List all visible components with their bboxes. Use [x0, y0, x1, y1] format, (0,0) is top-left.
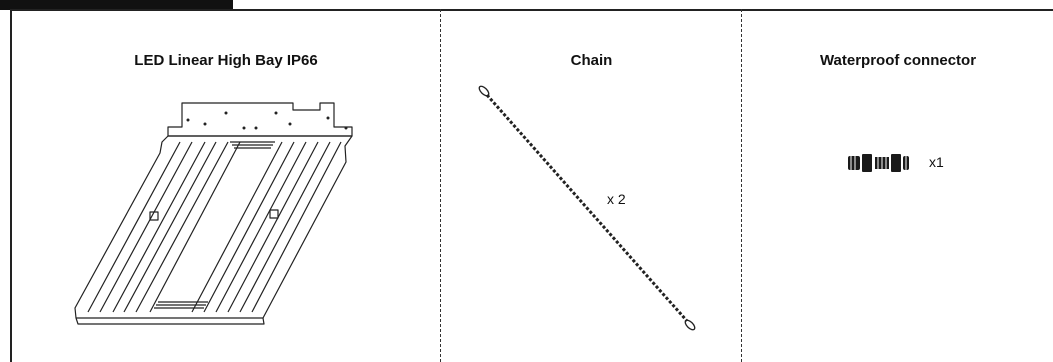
panel-divider	[440, 9, 441, 362]
panel-title-high-bay: LED Linear High Bay IP66	[134, 52, 318, 69]
chain-quantity: x 2	[607, 191, 626, 207]
panel-title-chain: Chain	[570, 52, 613, 69]
panel-title-connector: Waterproof connector	[819, 52, 977, 69]
section-header-tab	[0, 0, 233, 10]
package-contents-frame	[10, 9, 1053, 362]
panel-divider	[741, 9, 742, 362]
connector-quantity: x1	[929, 154, 944, 170]
